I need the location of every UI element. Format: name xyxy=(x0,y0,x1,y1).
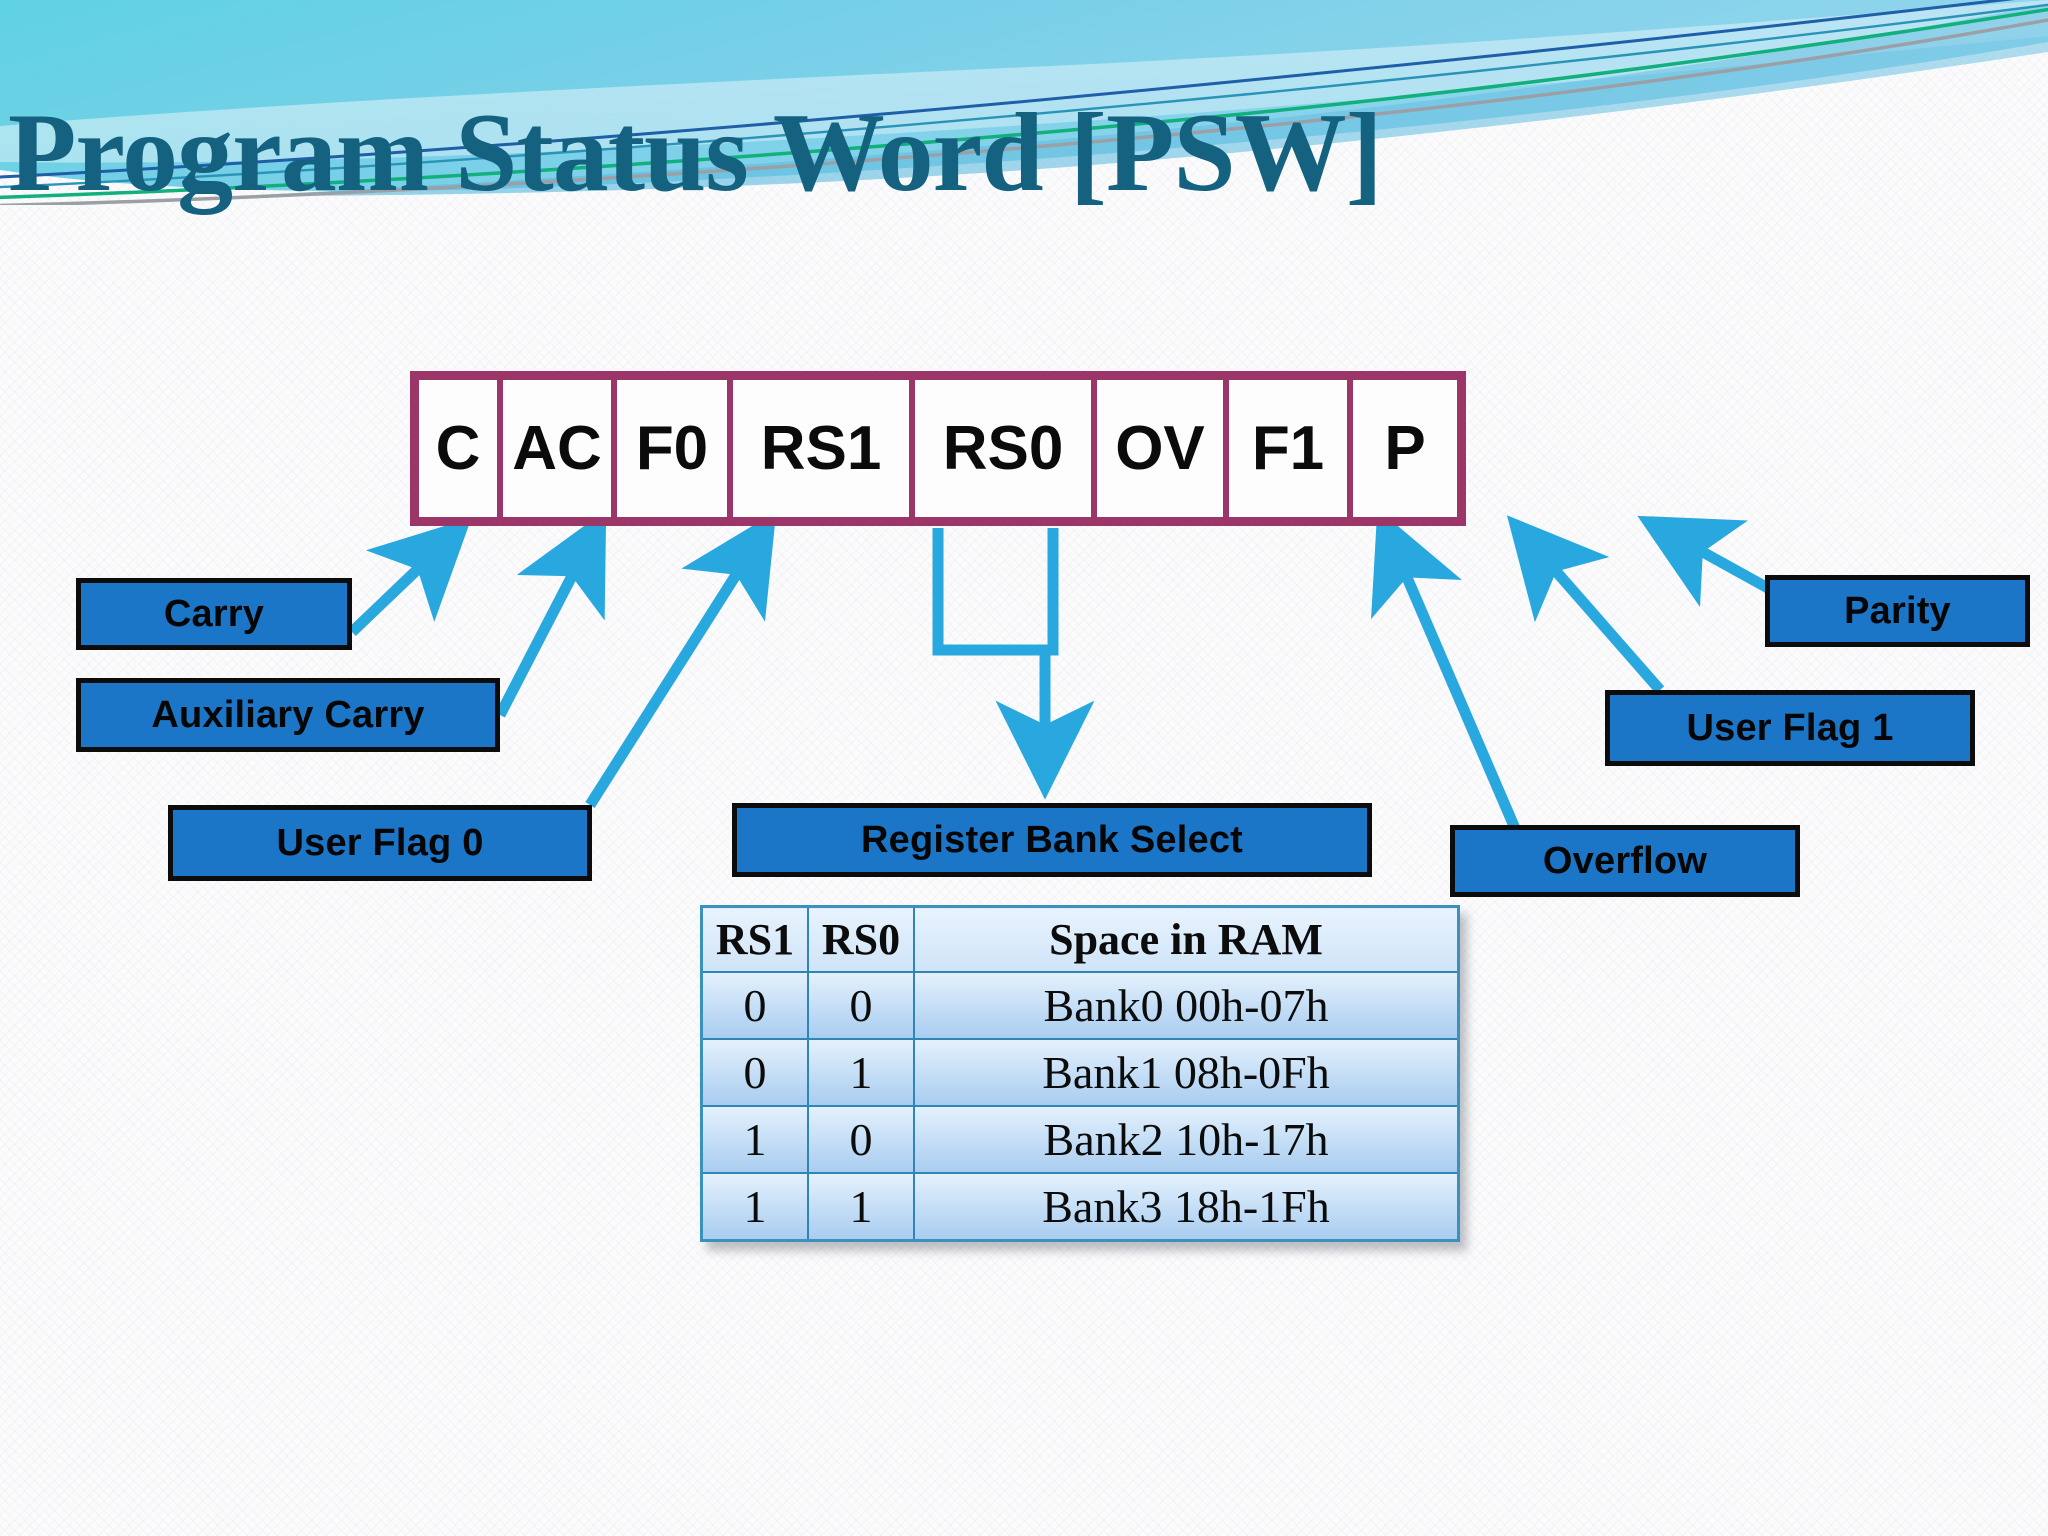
callout-carry[interactable]: Carry xyxy=(76,578,352,650)
table-header-rs1: RS1 xyxy=(700,905,809,973)
table-header-row: RS1 RS0 Space in RAM xyxy=(700,905,1460,973)
cell-rs0: 0 xyxy=(807,1105,915,1174)
arrow-user-flag-0 xyxy=(585,511,777,808)
arrow-user-flag-1 xyxy=(1506,515,1665,694)
arrow-carry xyxy=(348,517,472,636)
callout-user-flag-0[interactable]: User Flag 0 xyxy=(168,805,592,881)
psw-register: C AC F0 RS1 RS0 OV F1 P xyxy=(410,371,1466,526)
cell-rs0: 0 xyxy=(807,971,915,1040)
psw-bit-f1[interactable]: F1 xyxy=(1229,380,1347,517)
cell-space: Bank0 00h-07h xyxy=(913,971,1460,1040)
page-title: Program Status Word [PSW] xyxy=(8,91,1383,216)
header-line-grey xyxy=(0,18,2048,205)
table-row[interactable]: 0 0 Bank0 00h-07h xyxy=(700,971,1460,1040)
slide-header-banner xyxy=(0,0,2048,205)
psw-bit-f0[interactable]: F0 xyxy=(617,380,727,517)
callout-auxiliary-carry[interactable]: Auxiliary Carry xyxy=(76,678,500,752)
psw-bit-ac[interactable]: AC xyxy=(503,380,611,517)
cell-space: Bank1 08h-0Fh xyxy=(913,1038,1460,1107)
arrow-parity xyxy=(1637,515,1778,608)
callout-user-flag-1[interactable]: User Flag 1 xyxy=(1605,690,1975,766)
cell-rs0: 1 xyxy=(807,1172,915,1242)
callout-parity[interactable]: Parity xyxy=(1765,575,2030,647)
bracket-register-bank-select xyxy=(932,528,1059,656)
arrow-overflow xyxy=(1371,508,1526,843)
arrow-auxiliary-carry xyxy=(495,509,607,718)
cell-rs1: 1 xyxy=(700,1172,809,1242)
psw-bit-c[interactable]: C xyxy=(419,380,497,517)
cell-rs1: 1 xyxy=(700,1105,809,1174)
table-header-rs0: RS0 xyxy=(807,905,915,973)
cell-rs0: 1 xyxy=(807,1038,915,1107)
table-row[interactable]: 1 0 Bank2 10h-17h xyxy=(700,1105,1460,1174)
table-header-space: Space in RAM xyxy=(913,905,1460,973)
header-line-teal xyxy=(0,3,2048,189)
table-row[interactable]: 0 1 Bank1 08h-0Fh xyxy=(700,1038,1460,1107)
register-bank-table: RS1 RS0 Space in RAM 0 0 Bank0 00h-07h 0… xyxy=(700,905,1460,1242)
cell-space: Bank2 10h-17h xyxy=(913,1105,1460,1174)
callout-register-bank-select[interactable]: Register Bank Select xyxy=(732,803,1372,877)
psw-bit-p[interactable]: P xyxy=(1353,380,1457,517)
header-line-navy xyxy=(0,0,2015,179)
psw-bit-rs0[interactable]: RS0 xyxy=(915,380,1091,517)
header-wave-light xyxy=(0,0,2048,163)
cell-rs1: 0 xyxy=(700,1038,809,1107)
cell-space: Bank3 18h-1Fh xyxy=(913,1172,1460,1242)
psw-bit-rs1[interactable]: RS1 xyxy=(733,380,909,517)
callout-overflow[interactable]: Overflow xyxy=(1450,825,1800,897)
psw-bit-ov[interactable]: OV xyxy=(1097,380,1223,517)
header-line-green xyxy=(0,7,2048,200)
header-wave-blue xyxy=(240,4,2048,196)
table-row[interactable]: 1 1 Bank3 18h-1Fh xyxy=(700,1172,1460,1242)
cell-rs1: 0 xyxy=(700,971,809,1040)
